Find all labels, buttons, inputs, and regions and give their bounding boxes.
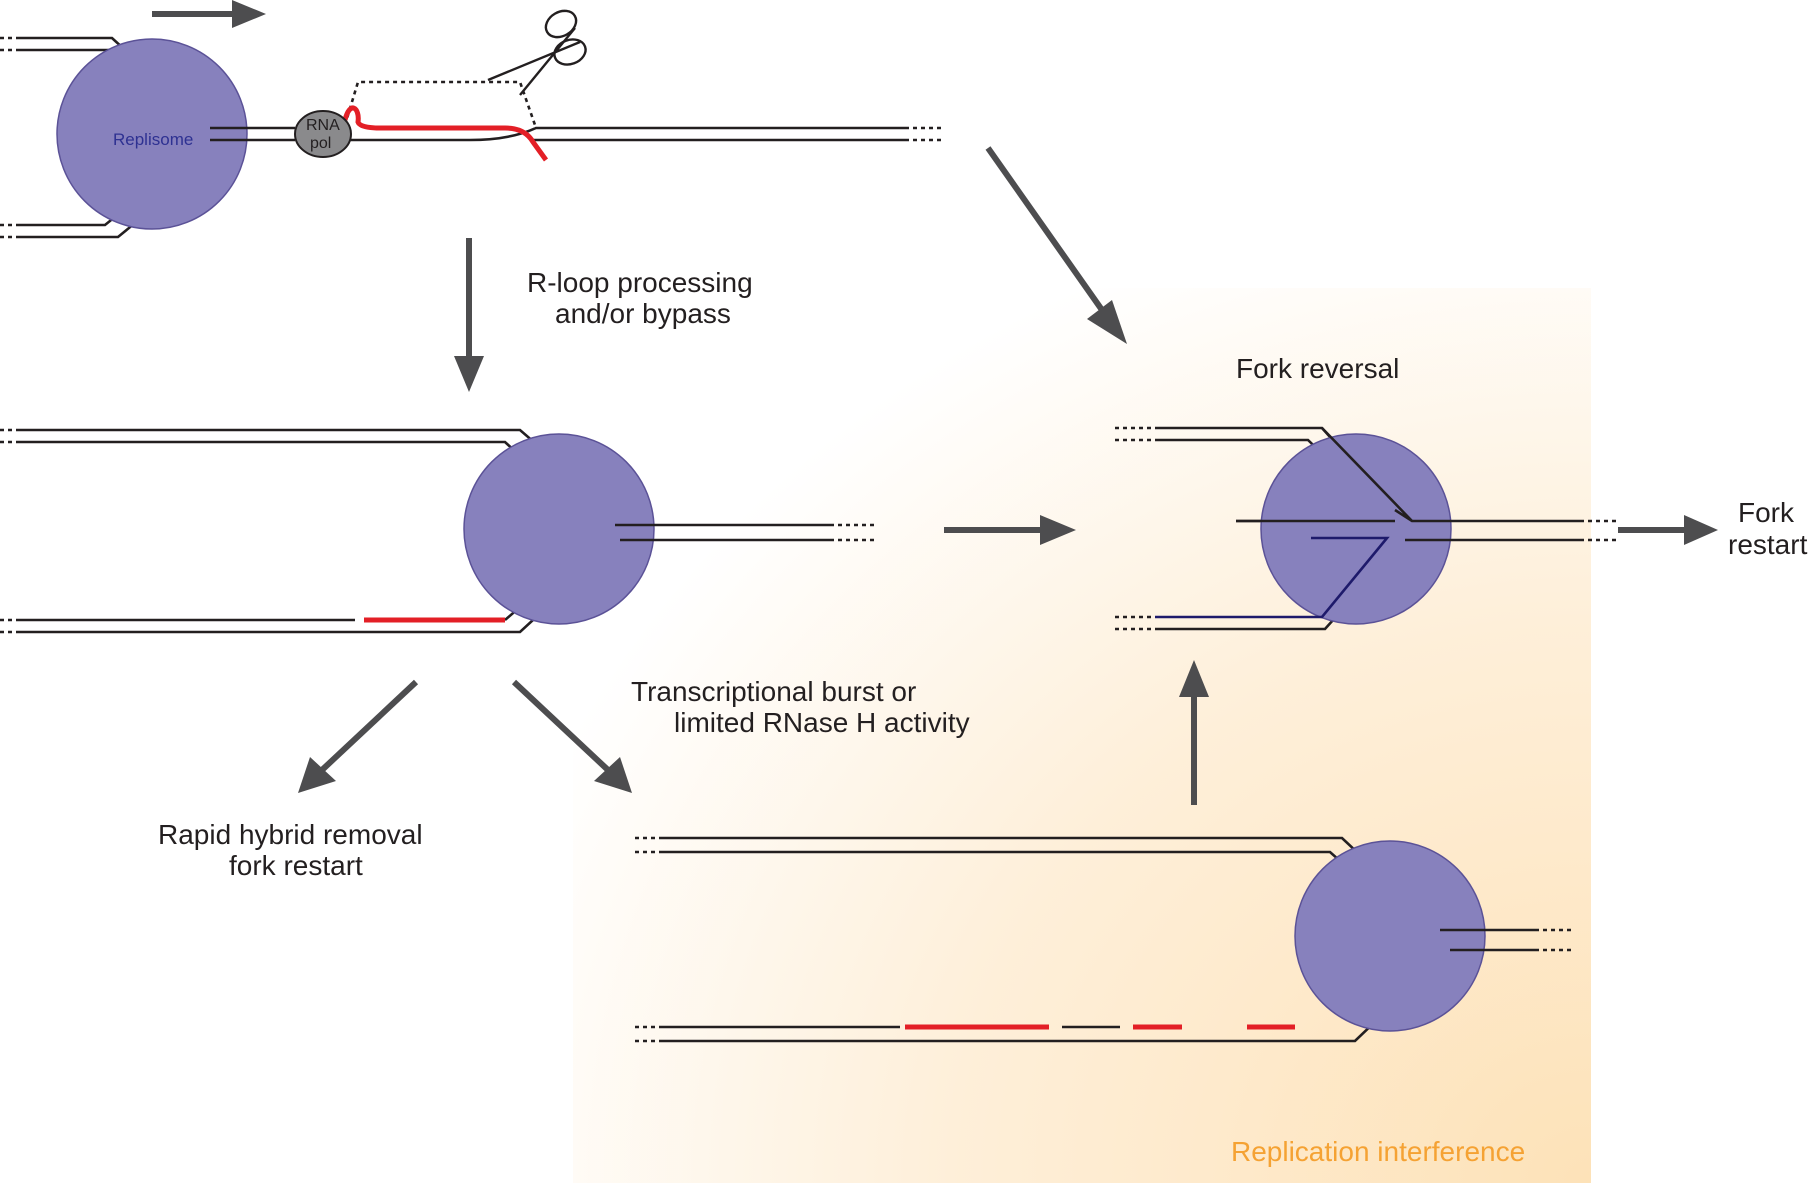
processing-label-line2: and/or bypass: [555, 298, 731, 329]
replisome-middle: [463, 433, 655, 625]
bottom-fork-diagram: [635, 836, 1575, 1043]
fork-restart-label-line2: restart: [1728, 529, 1808, 560]
fork-reversal-diagram: [1115, 426, 1620, 631]
direction-arrow: [152, 0, 266, 28]
middle-fork-diagram: [0, 428, 875, 634]
arrow-middle-to-reversal: [944, 515, 1076, 545]
burst-label-line1: Transcriptional burst or: [631, 676, 916, 707]
reversed-nascent-strand: [1155, 536, 1390, 619]
fork-restart-label-line1: Fork: [1738, 497, 1795, 528]
top-fork-diagram: Replisome RNA pol: [0, 0, 945, 239]
replisome-bottom: [1294, 840, 1486, 1032]
replisome-top: [56, 38, 248, 230]
replisome-label: Replisome: [113, 130, 193, 149]
processing-label-line1: R-loop processing: [527, 267, 753, 298]
arrow-to-fork-restart: [1618, 515, 1718, 545]
rna-polymerase: [294, 110, 352, 158]
rna-hybrid-top: [342, 105, 549, 162]
arrow-bottom-to-reversal: [1179, 660, 1209, 805]
scissors-icon: [487, 9, 587, 96]
arrow-to-burst: [511, 679, 632, 793]
rna-pol-label-line1: RNA: [306, 117, 340, 134]
replisome-reversal: [1260, 433, 1452, 625]
rna-pol-label-line2: pol: [310, 135, 331, 152]
burst-label-line2: limited RNase H activity: [674, 707, 970, 738]
replication-interference-label: Replication interference: [1231, 1136, 1525, 1167]
arrow-to-fork-reversal-diagonal: [985, 146, 1127, 344]
rapid-removal-label-line1: Rapid hybrid removal: [158, 819, 423, 850]
arrow-to-rapid-removal: [298, 679, 419, 793]
fork-reversal-label: Fork reversal: [1236, 353, 1399, 384]
rapid-removal-label-line2: fork restart: [229, 850, 363, 881]
arrow-to-processing: [454, 238, 484, 392]
replication-interference-panel: [573, 288, 1591, 1183]
